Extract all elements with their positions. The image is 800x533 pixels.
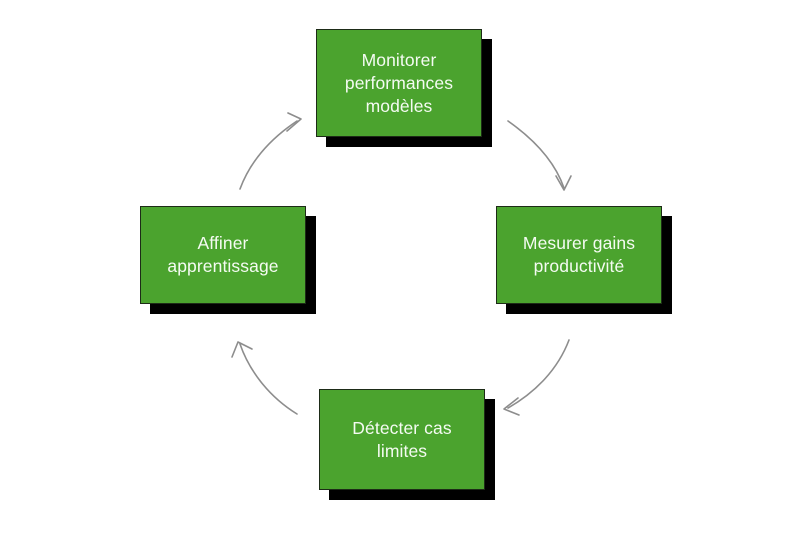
node-face: Affiner apprentissage: [140, 206, 306, 304]
arrow-right-to-bottom: [503, 339, 570, 416]
node-face: Monitorer performances modèles: [316, 29, 482, 137]
node-mesurer-gains-productivite[interactable]: Mesurer gains productivité: [496, 206, 672, 314]
node-affiner-apprentissage[interactable]: Affiner apprentissage: [140, 206, 316, 314]
node-label: Monitorer performances modèles: [344, 49, 454, 116]
node-detecter-cas-limites[interactable]: Détecter cas limites: [319, 389, 495, 500]
node-label: Détecter cas limites: [352, 417, 452, 461]
node-label: Mesurer gains productivité: [522, 233, 636, 276]
arrow-top-to-right: [507, 120, 572, 191]
node-face: Mesurer gains productivité: [496, 206, 662, 304]
node-face: Détecter cas limites: [319, 389, 485, 490]
arrow-bottom-to-left: [231, 341, 298, 415]
node-monitorer-performances-modeles[interactable]: Monitorer performances modèles: [316, 29, 492, 147]
arrow-left-to-top: [239, 112, 302, 190]
node-label: Affiner apprentissage: [167, 233, 279, 276]
